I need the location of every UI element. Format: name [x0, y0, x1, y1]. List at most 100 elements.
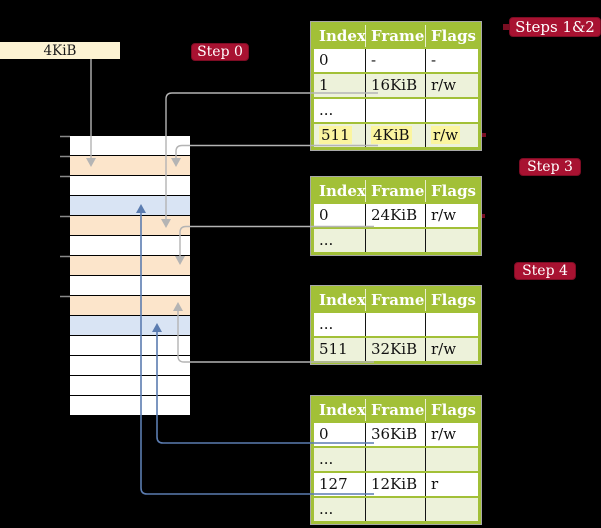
- table-cell: r: [431, 475, 439, 493]
- table-cell: [366, 313, 426, 336]
- physical-memory-column: [70, 136, 190, 416]
- leader-stub: [481, 133, 486, 137]
- memory-frame-row-white: [70, 176, 190, 195]
- table-cell: 511: [314, 338, 366, 361]
- table-cell: 12KiB: [366, 473, 426, 496]
- badge-step-4-label: Step 4: [522, 263, 568, 279]
- table-cell: r/w: [426, 124, 478, 147]
- memory-frame-row-orange: [70, 296, 190, 315]
- memory-frame-row-white: [70, 396, 190, 415]
- header-cell-index: Index: [314, 180, 366, 202]
- header-cell-flags: Flags: [431, 291, 476, 309]
- badge-step-0: Step 0: [191, 43, 249, 61]
- memory-axis-ticks: [60, 135, 70, 298]
- table-cell: [426, 498, 478, 521]
- table-cell: [426, 313, 478, 336]
- table-cell: 24KiB: [366, 204, 426, 227]
- table-cell: [426, 448, 478, 471]
- table-cell: r/w: [431, 76, 457, 94]
- memory-frame-row-orange: [70, 256, 190, 275]
- header-cell-index: Index: [314, 399, 366, 421]
- table-row: 511 4KiB r/w: [314, 122, 478, 147]
- badge-step-4: Step 4: [514, 262, 576, 280]
- header-cell-flags: Flags: [431, 27, 476, 45]
- table-cell: 1: [314, 74, 366, 97]
- table-row: 0--: [314, 47, 478, 72]
- memory-frame-row-white: [70, 336, 190, 355]
- header-cell-flags: Flags: [431, 182, 476, 200]
- page-size-label: 4KiB: [43, 42, 77, 59]
- table-row: ...: [314, 227, 478, 252]
- header-cell-frame: Frame: [366, 289, 426, 311]
- table-cell: -: [366, 49, 426, 72]
- memory-frame-row-white: [70, 356, 190, 375]
- table-cell: [426, 99, 478, 122]
- badge-steps-1-2: Steps 1&2: [509, 17, 601, 37]
- highlighted-value: 511: [319, 126, 352, 144]
- memory-frame-row-orange: [70, 216, 190, 235]
- header-cell-frame: Frame: [366, 25, 426, 47]
- table-row: ...: [314, 97, 478, 122]
- table-cell: 32KiB: [366, 338, 426, 361]
- header-cell-index: Index: [314, 289, 366, 311]
- table-cell: r/w: [431, 425, 457, 443]
- badge-step-3-label: Step 3: [527, 159, 573, 175]
- table-cell: [366, 448, 426, 471]
- table-cell: [366, 99, 426, 122]
- memory-frame-row-white: [70, 376, 190, 395]
- highlighted-value: r/w: [431, 126, 461, 144]
- table-cell: [426, 229, 478, 252]
- table-cell: [366, 498, 426, 521]
- memory-frame-row-white: [70, 276, 190, 295]
- table-cell: 511: [314, 124, 366, 147]
- table-cell: -: [431, 51, 437, 69]
- table-cell: 16KiB: [366, 74, 426, 97]
- table-row: ...: [314, 446, 478, 471]
- header-cell-frame: Frame: [366, 399, 426, 421]
- table-cell: ...: [314, 99, 366, 122]
- header-cell-flags: Flags: [431, 401, 476, 419]
- table-cell: 127: [314, 473, 366, 496]
- table-cell: [366, 229, 426, 252]
- table-cell: ...: [314, 498, 366, 521]
- table-cell: 0: [314, 204, 366, 227]
- table-row: ...: [314, 311, 478, 336]
- table-cell: r/w: [431, 340, 457, 358]
- memory-frame-row-orange: [70, 156, 190, 175]
- memory-frame-row-blue: [70, 316, 190, 335]
- header-cell-frame: Frame: [366, 180, 426, 202]
- leader-stub: [480, 214, 485, 218]
- badge-steps-1-2-label: Steps 1&2: [515, 18, 595, 36]
- page-size-box: 4KiB: [0, 42, 120, 59]
- leader-stub: [503, 24, 510, 30]
- table-cell: 4KiB: [366, 124, 426, 147]
- memory-frame-row-white: [70, 136, 190, 155]
- table-cell: ...: [314, 448, 366, 471]
- table-row: ...: [314, 496, 478, 521]
- table-cell: ...: [314, 229, 366, 252]
- header-cell-index: Index: [314, 25, 366, 47]
- table-cell: ...: [314, 313, 366, 336]
- table-cell: r/w: [431, 206, 457, 224]
- table-cell: 36KiB: [366, 423, 426, 446]
- table-cell: 0: [314, 49, 366, 72]
- memory-frame-row-white: [70, 236, 190, 255]
- highlighted-value: 4KiB: [371, 126, 412, 144]
- memory-frame-row-blue: [70, 196, 190, 215]
- badge-step-0-label: Step 0: [197, 44, 243, 60]
- badge-step-3: Step 3: [519, 158, 581, 176]
- table-cell: 0: [314, 423, 366, 446]
